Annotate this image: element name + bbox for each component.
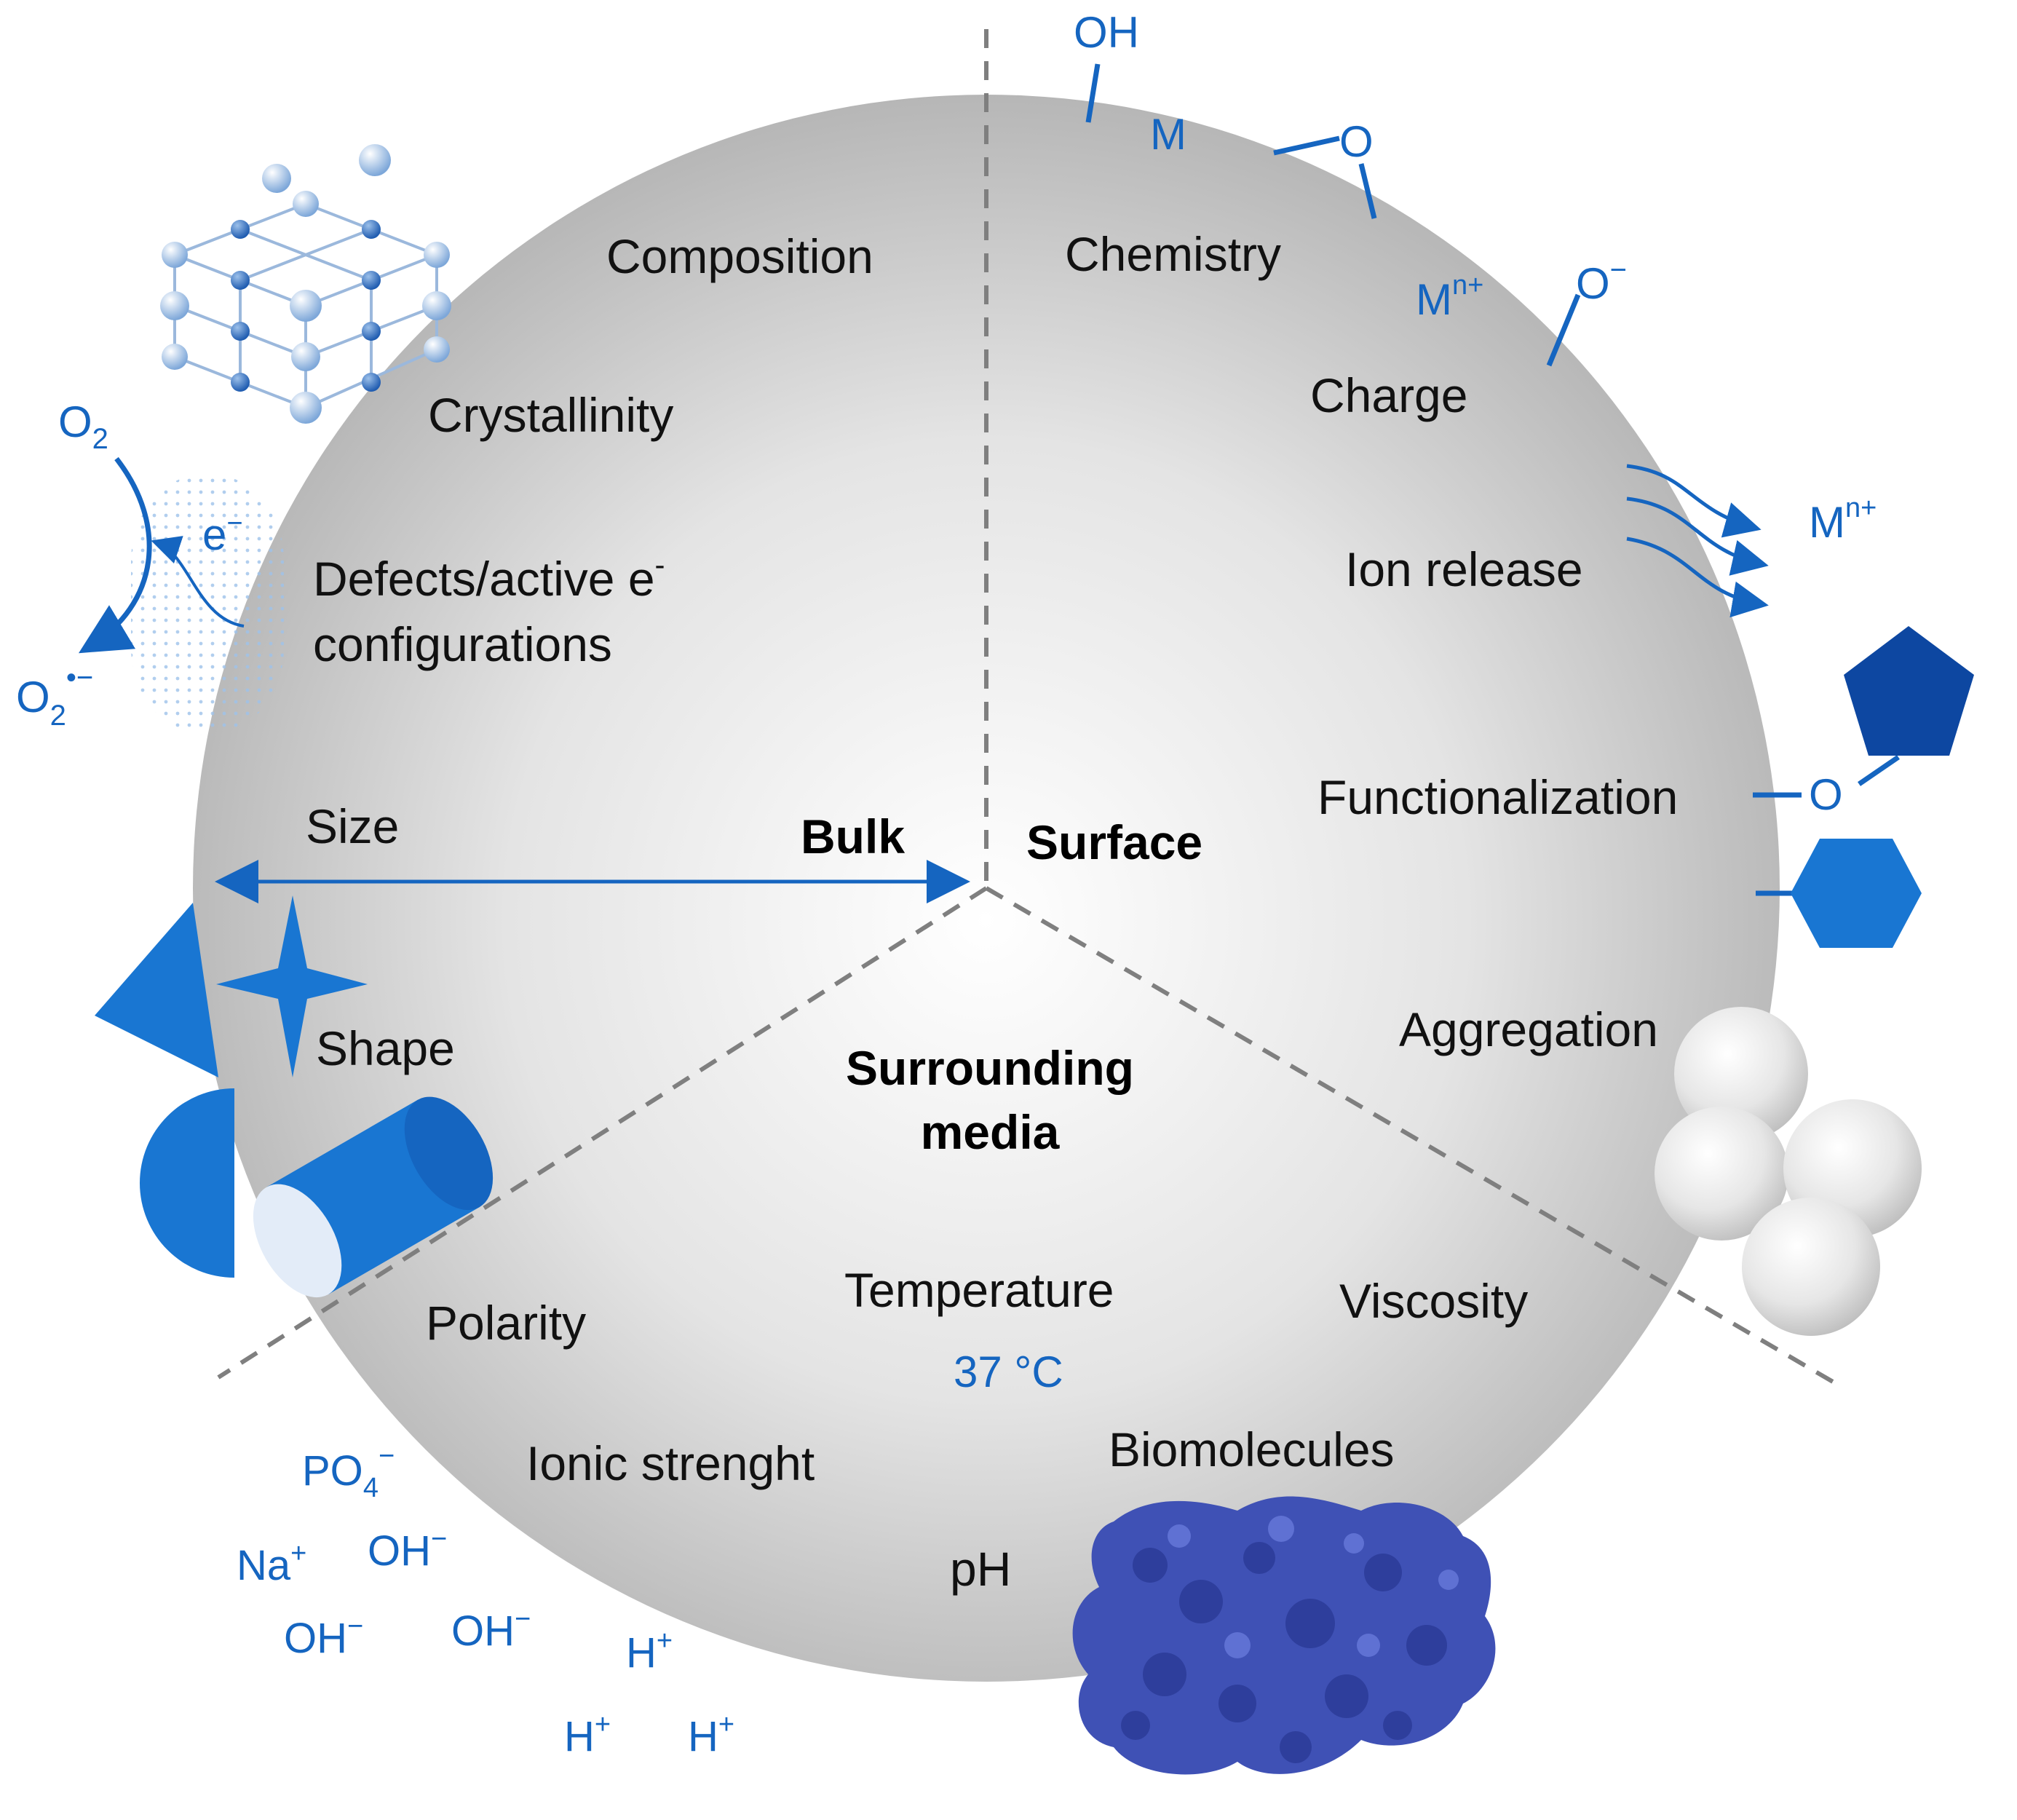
ions-group: PO4− Na+ OH− OH− OH− H+ H+ H+ [237,1441,734,1760]
label-chemistry: Chemistry [1065,227,1281,281]
ion-h-3-base: H [688,1713,718,1760]
ion-h-1-base: H [626,1629,657,1677]
star-icon [216,895,368,1077]
ion-po4-sub: 4 [363,1473,379,1503]
label-ion-release: Ion release [1345,542,1583,596]
pentagon-icon [1844,626,1974,756]
ion-na-sup: + [290,1538,306,1569]
redox-o2: O2 [58,397,108,455]
ion-h-3: H+ [688,1709,734,1760]
label-temperature-value: 37 °C [954,1348,1063,1396]
label-defects-text: Defects/active e [313,552,655,606]
chem-m-ion-base: M [1416,275,1452,324]
ion-oh-1-base: OH [368,1527,431,1575]
released-ion-base: M [1809,498,1845,547]
protein-icon [1072,1496,1496,1775]
ion-h-1: H+ [626,1626,673,1677]
ion-po4-sup: − [379,1441,395,1471]
ion-oh-3-base: OH [451,1607,515,1655]
redox-o2-sub: 2 [92,423,108,455]
ion-h-3-sup: + [718,1709,734,1740]
label-composition: Composition [606,229,873,283]
redox-superoxide-base: O [16,673,50,721]
ion-oh-1: OH− [368,1524,447,1575]
ion-h-2-base: H [564,1713,595,1760]
ion-h-1-sup: + [657,1626,673,1656]
cone-icon [95,903,218,1077]
redox-o2-base: O [58,397,92,446]
label-defects-sup: - [655,547,665,582]
surface-chemistry-group [1085,63,1900,896]
ion-release-arrows [1626,464,1769,618]
chem-m-ion-sup: n+ [1452,270,1483,301]
label-charge: Charge [1310,368,1467,422]
half-disc-icon [140,1088,234,1278]
electron-arrow [151,536,245,628]
redox-electron: e− [202,508,243,559]
label-ph: pH [950,1542,1011,1596]
section-dividers [217,29,1843,1389]
redox-superoxide: O2•− [16,662,93,732]
ion-po4: PO4− [302,1441,395,1503]
chem-o-minus-base: O [1576,259,1610,308]
label-temperature: Temperature [844,1263,1114,1317]
released-ion-sup: n+ [1845,493,1877,523]
ion-h-2: H+ [564,1709,611,1760]
label-defects: Defects/active e- [313,547,665,606]
ion-oh-3: OH− [451,1604,531,1655]
section-title-media-line1: Surrounding [846,1041,1134,1095]
chem-m-ion: Mn+ [1416,270,1483,324]
label-aggregation: Aggregation [1399,1002,1658,1056]
cylinder-icon [253,1096,494,1298]
label-shape: Shape [316,1021,455,1075]
label-viscosity: Viscosity [1339,1274,1528,1328]
redox-superoxide-sup: •− [66,662,93,694]
chem-o-bridge: O [1339,117,1374,166]
label-polarity: Polarity [426,1296,586,1350]
hexagon-icon [1791,839,1922,948]
section-title-surface: Surface [1026,815,1202,869]
ion-na: Na+ [237,1538,306,1589]
redox-electron-sup: − [226,508,242,539]
chem-m: M [1150,110,1186,159]
chem-o-minus: O− [1576,254,1627,308]
label-ionic-strength: Ionic strenght [526,1436,815,1490]
redox-electron-base: e [202,510,226,559]
section-title-media-line2: media [921,1105,1061,1159]
ion-oh-1-sup: − [431,1524,447,1554]
released-ion: Mn+ [1809,493,1877,547]
sphere-cluster-icon [1655,1007,1922,1336]
redox-arrow [79,456,152,654]
label-biomolecules: Biomolecules [1109,1423,1395,1476]
label-crystallinity: Crystallinity [428,388,673,442]
ion-oh-2-base: OH [284,1615,347,1662]
redox-superoxide-sub: 2 [50,700,66,732]
ion-oh-3-sup: − [515,1604,531,1634]
ion-oh-2: OH− [284,1611,363,1662]
ion-po4-base: PO [302,1447,363,1495]
label-functionalization: Functionalization [1317,770,1678,824]
section-title-bulk: Bulk [801,810,905,863]
chem-oh: OH [1074,8,1139,57]
ion-oh-2-sup: − [347,1611,363,1642]
crystal-lattice-icon [160,144,451,424]
label-size: Size [306,799,399,853]
label-defects-line2: configurations [313,617,612,671]
ion-na-base: Na [237,1542,291,1589]
chem-func-o: O [1809,770,1843,819]
ion-h-2-sup: + [595,1709,611,1740]
chem-o-minus-sup: − [1610,254,1627,286]
